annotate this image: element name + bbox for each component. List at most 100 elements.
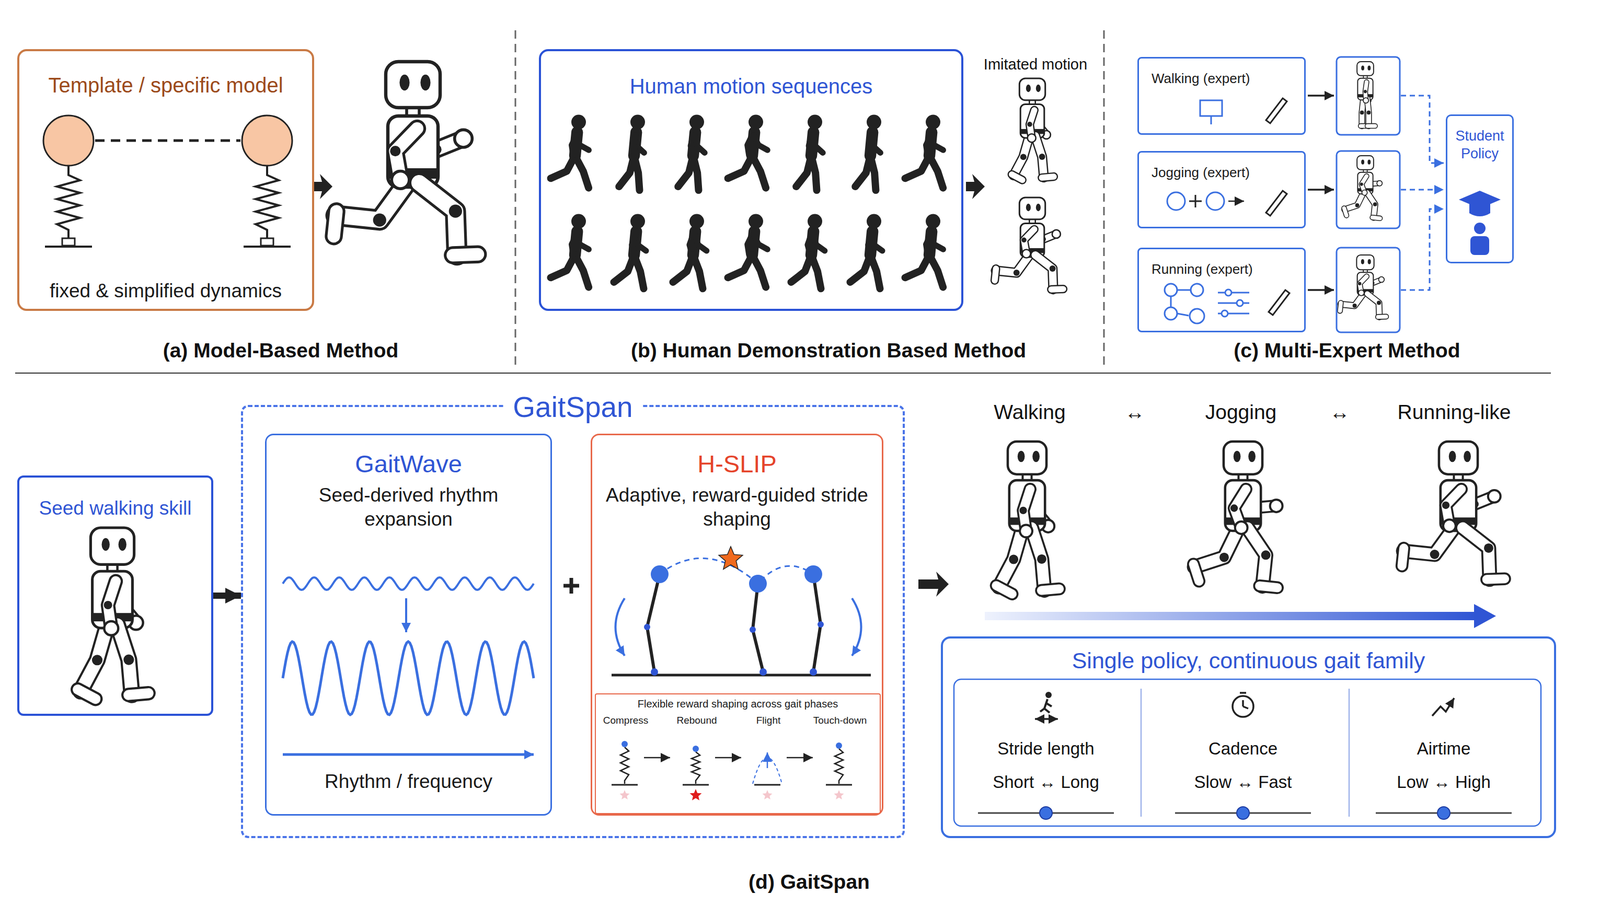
- robot-figure: [1194, 527, 1239, 568]
- box-title: Seed walking skill: [38, 496, 192, 521]
- human-silhouette: [613, 214, 646, 290]
- robot-figure: [1027, 133, 1037, 143]
- slip-figure: [804, 565, 823, 584]
- human-silhouette: [677, 114, 705, 191]
- block-arrow: [918, 571, 949, 597]
- human-silhouette: [870, 155, 876, 191]
- human-silhouette: [728, 114, 768, 189]
- robot-figure: [1355, 203, 1360, 208]
- arrow-line: [1307, 95, 1444, 291]
- box-title: Student Policy: [1454, 127, 1505, 164]
- block-arrow: [313, 174, 333, 200]
- expert-icon: [1210, 116, 1213, 125]
- slip-figure: [852, 598, 862, 656]
- robot-figure: [1483, 543, 1494, 554]
- star-mark: [718, 546, 743, 570]
- robot-box: [1336, 247, 1400, 333]
- phase-spring: [715, 757, 742, 759]
- expert-icon: [1189, 308, 1205, 324]
- robot-figure: [1363, 89, 1367, 94]
- robot-figure: [1463, 451, 1471, 463]
- phase-spring: [682, 784, 709, 787]
- caption-label: Walking: [993, 400, 1066, 424]
- robot-figure: [994, 268, 996, 281]
- box-text: Rhythm / frequency: [324, 769, 493, 794]
- robot-figure: [1360, 110, 1365, 115]
- box-title: Template / specific model: [48, 72, 283, 99]
- human-silhouette: [748, 214, 764, 229]
- human-silhouette: [689, 214, 705, 229]
- human-silhouette: [812, 135, 823, 154]
- expert-icon: [1236, 300, 1243, 307]
- arrow-line: [1400, 189, 1444, 191]
- student-icon: [1470, 236, 1490, 256]
- caption-label: Cadence: [1208, 739, 1278, 759]
- spring-model: [243, 245, 291, 248]
- star-mark: [833, 790, 844, 800]
- expert-icon: [1164, 98, 1290, 324]
- robot-figure: [334, 211, 337, 237]
- caption-label: Airtime: [1417, 739, 1471, 759]
- spring-model: [62, 238, 75, 246]
- caption-label: (d) GaitSpan: [748, 870, 870, 894]
- slider-panel: [953, 679, 1541, 827]
- robot-figure: [1363, 97, 1369, 103]
- robot-figure: [1019, 197, 1045, 220]
- phase-spring: [786, 757, 813, 759]
- robot-figure: [1193, 564, 1200, 582]
- robot-figure: [1367, 293, 1380, 317]
- human-silhouette: [929, 255, 943, 288]
- human-silhouette: [925, 114, 941, 130]
- robot-figure: [1340, 303, 1342, 312]
- box-title: Walking (expert): [1151, 70, 1300, 88]
- human-silhouette: [866, 214, 882, 229]
- wave-plot: [282, 753, 534, 757]
- slip-figure: [650, 565, 669, 584]
- slider-panel: [1140, 688, 1143, 817]
- slip-figure: [611, 674, 871, 677]
- human-silhouette: [694, 234, 707, 251]
- slip-figure: [759, 668, 767, 676]
- robot-figure: [1041, 589, 1060, 591]
- gradient-arrow: [984, 604, 1496, 629]
- robot-figure: [452, 254, 478, 256]
- slip-figure: [650, 668, 659, 676]
- box-title: H-SLIP: [697, 449, 777, 480]
- robot-figure: [1259, 585, 1278, 589]
- spring-model: [43, 115, 94, 166]
- human-silhouette: [728, 155, 753, 179]
- slider-panel: [1348, 688, 1351, 817]
- robot-figure: [1036, 203, 1041, 212]
- phase-spring: [611, 784, 638, 787]
- robot-figure: [1372, 217, 1381, 219]
- arrow-line: [1307, 188, 1334, 191]
- slider-panel: [953, 679, 1541, 827]
- robot-figure: [1367, 65, 1371, 71]
- robot-figure: [1340, 303, 1342, 312]
- robot-figure: [1008, 555, 1019, 565]
- robot-figure: [80, 625, 108, 692]
- robot-figure: [1486, 579, 1505, 580]
- slider-panel: [1045, 692, 1052, 699]
- process-box: Human motion sequences: [538, 49, 964, 312]
- robot-figure: [1039, 153, 1046, 160]
- student-icon: [1469, 203, 1491, 217]
- robot-box: [1336, 151, 1400, 229]
- robot-figure: [1007, 441, 1047, 475]
- caption-label: Stride length: [997, 739, 1095, 759]
- robot-figure: [452, 254, 478, 256]
- robot-figure: [101, 538, 110, 551]
- robot-figure: [1488, 490, 1501, 503]
- robot-figure: [1356, 255, 1374, 270]
- robot-figure: [1013, 135, 1030, 176]
- human-silhouette: [870, 255, 880, 289]
- robot-figure: [1041, 176, 1054, 178]
- process-box: H-SLIPAdaptive, reward-guided stride sha…: [590, 433, 884, 816]
- robot-figure: [1340, 255, 1387, 318]
- robot-figure: [1401, 441, 1505, 580]
- box-text: Seed-derived rhythm expansion: [273, 483, 544, 533]
- human-silhouette: [634, 255, 644, 289]
- slider-panel: [1034, 718, 1058, 721]
- spring-model: [44, 245, 92, 248]
